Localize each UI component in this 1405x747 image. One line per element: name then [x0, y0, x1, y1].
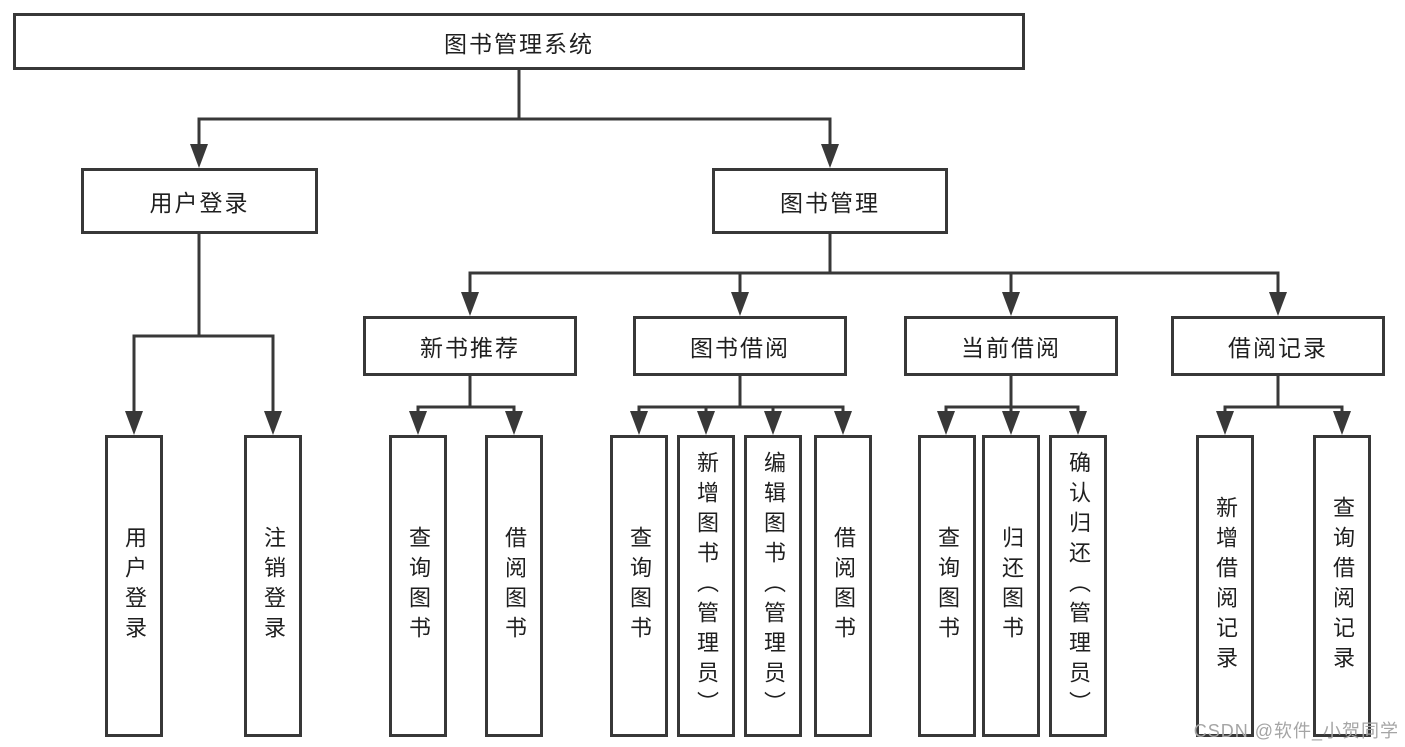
node-new-book-recommendation: 新书推荐: [363, 316, 577, 376]
connector-user-login-children: [132, 234, 275, 415]
arrow-down-icon: [505, 411, 523, 435]
node-borrowing-records: 借阅记录: [1171, 316, 1385, 376]
arrow-down-icon: [731, 292, 749, 316]
connector-book-management-children: [468, 234, 1280, 296]
connector-new-book-children: [416, 376, 516, 415]
node-book-management: 图书管理: [712, 168, 948, 234]
connector-borrowing-records-children: [1223, 376, 1344, 415]
arrow-down-icon: [697, 411, 715, 435]
arrow-down-icon: [190, 144, 208, 168]
node-user-login: 用户登录: [81, 168, 318, 234]
arrow-down-icon: [937, 411, 955, 435]
leaf-add-book-admin: 新增图书（管理员）: [677, 435, 735, 737]
arrow-down-icon: [461, 292, 479, 316]
arrow-down-icon: [1216, 411, 1234, 435]
leaf-return-book: 归还图书: [982, 435, 1040, 737]
arrow-down-icon: [764, 411, 782, 435]
leaf-user-login: 用户登录: [105, 435, 163, 737]
arrow-down-icon: [821, 144, 839, 168]
arrow-down-icon: [125, 411, 143, 435]
leaf-query-books-borrowing: 查询图书: [610, 435, 668, 737]
leaf-borrow-books-recommend: 借阅图书: [485, 435, 543, 737]
csdn-watermark: CSDN @软件_小贺同学: [1193, 721, 1399, 741]
arrow-down-icon: [630, 411, 648, 435]
node-current-borrowing: 当前借阅: [904, 316, 1118, 376]
arrow-down-icon: [264, 411, 282, 435]
connector-current-borrowing-children: [944, 376, 1080, 415]
leaf-query-borrow-record: 查询借阅记录: [1313, 435, 1371, 737]
leaf-logout: 注销登录: [244, 435, 302, 737]
node-book-borrowing: 图书借阅: [633, 316, 847, 376]
leaf-confirm-return-admin: 确认归还（管理员）: [1049, 435, 1107, 737]
leaf-add-borrow-record: 新增借阅记录: [1196, 435, 1254, 737]
leaf-query-books-current: 查询图书: [918, 435, 976, 737]
arrow-down-icon: [1002, 292, 1020, 316]
leaf-borrow-books-borrowing: 借阅图书: [814, 435, 872, 737]
arrow-down-icon: [1002, 411, 1020, 435]
connector-root-to-level2: [197, 70, 832, 150]
arrow-down-icon: [1069, 411, 1087, 435]
connector-book-borrowing-children: [637, 376, 845, 415]
arrow-down-icon: [834, 411, 852, 435]
node-library-system: 图书管理系统: [13, 13, 1025, 70]
arrow-down-icon: [1333, 411, 1351, 435]
arrow-down-icon: [1269, 292, 1287, 316]
leaf-query-books-recommend: 查询图书: [389, 435, 447, 737]
arrowheads: [125, 144, 1351, 435]
arrow-down-icon: [409, 411, 427, 435]
leaf-edit-book-admin: 编辑图书（管理员）: [744, 435, 802, 737]
